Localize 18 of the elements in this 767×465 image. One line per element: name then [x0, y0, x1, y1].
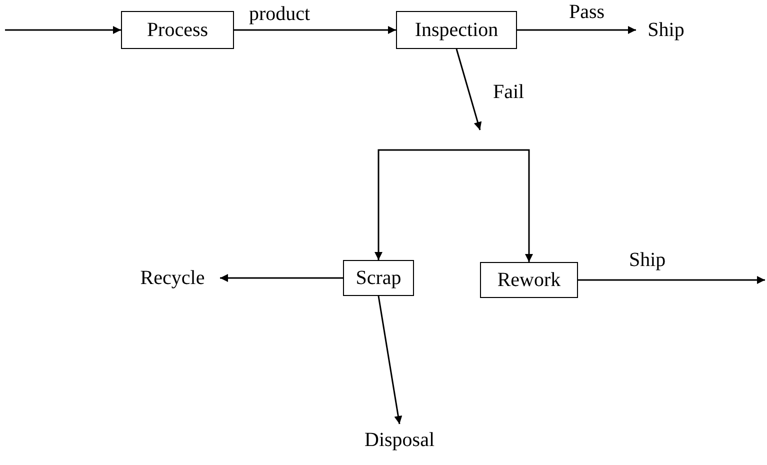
arrow — [517, 26, 636, 34]
node-label: Ship — [648, 18, 684, 42]
process-box: Rework — [480, 262, 578, 298]
node-label: Recycle — [140, 266, 205, 290]
edge-label: product — [248, 4, 312, 24]
arrow — [234, 26, 396, 34]
process-box: Process — [121, 11, 234, 49]
edge-label: Ship — [628, 250, 667, 270]
arrow — [5, 26, 121, 34]
arrow — [220, 274, 343, 282]
arrow — [456, 48, 482, 130]
process-box: Scrap — [343, 260, 414, 296]
arrow — [578, 276, 765, 284]
arrow — [480, 149, 533, 262]
process-box: Inspection — [396, 11, 517, 49]
node-label: Disposal — [364, 428, 434, 452]
arrow — [374, 149, 480, 260]
arrow — [378, 296, 402, 424]
